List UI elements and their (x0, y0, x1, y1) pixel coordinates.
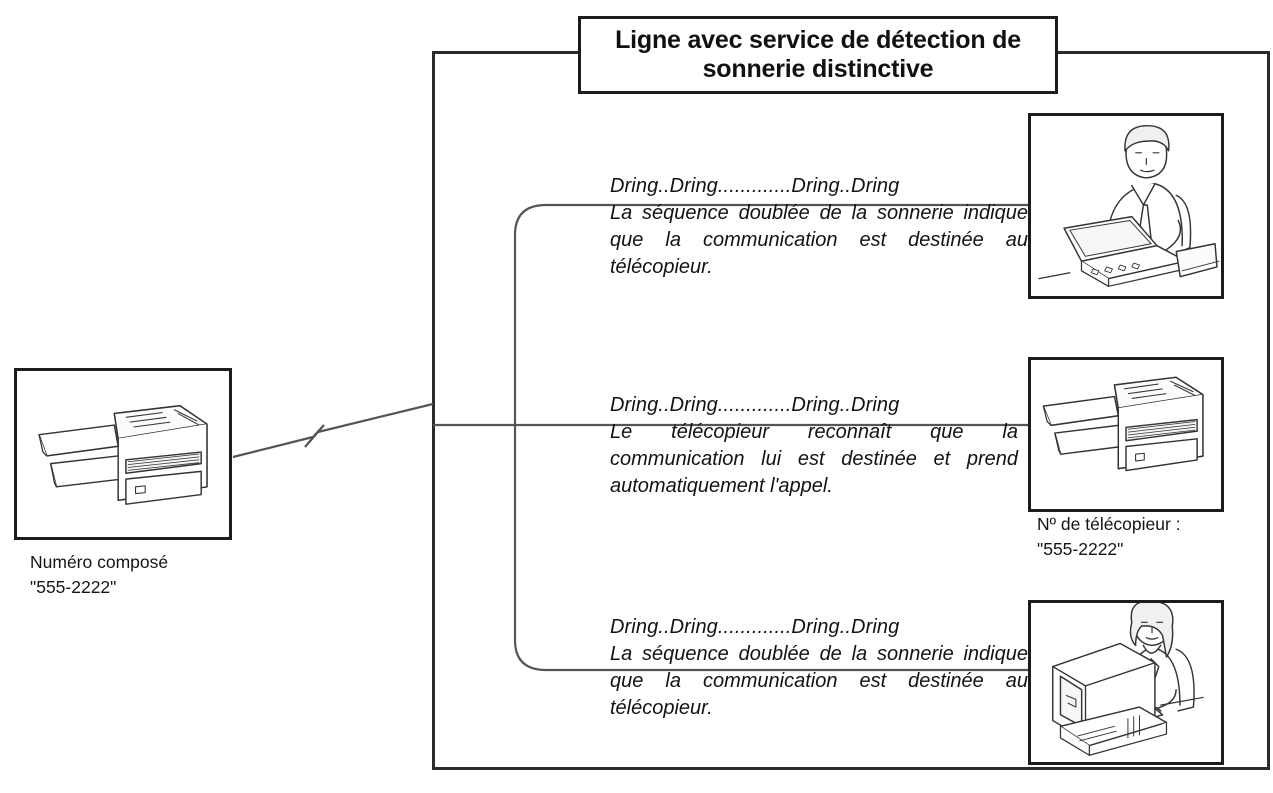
device-box-fax (1028, 357, 1224, 512)
man-at-laptop-icon (1038, 124, 1220, 287)
fax-number-caption: Nº de télécopieur : "555-2222" (1037, 514, 1181, 559)
device-box-desktop (1028, 600, 1224, 765)
ring-pattern-label-3: Dring..Dring.............Dring..Dring (610, 616, 900, 638)
message-body-2: Le télécopieur reconnaît que la communic… (610, 421, 1018, 497)
ring-pattern-label-1: Dring..Dring.............Dring..Dring (610, 175, 900, 197)
message-body-1: La séquence doublée de la sonnerie indiq… (610, 202, 1028, 278)
dialed-fax-box (14, 368, 232, 540)
message-block-3: Dring..Dring.............Dring..Dring La… (610, 616, 1028, 748)
fax-machine-icon (1042, 376, 1204, 472)
message-block-1: Dring..Dring.............Dring..Dring La… (610, 175, 1028, 307)
device-box-laptop (1028, 113, 1224, 299)
message-block-2: Dring..Dring.............Dring..Dring Le… (610, 394, 1028, 499)
fax-machine-icon (38, 405, 208, 505)
incoming-line-segment-b (317, 402, 434, 434)
page-title: Ligne avec service de détection de sonne… (615, 25, 1021, 84)
woman-at-computer-icon (1052, 603, 1204, 756)
incoming-line-segment-a (232, 435, 314, 459)
ring-pattern-label-2: Dring..Dring.............Dring..Dring (610, 394, 900, 416)
diagram-title-box: Ligne avec service de détection de sonne… (578, 16, 1058, 94)
line-break-symbol (304, 424, 325, 448)
message-body-3: La séquence doublée de la sonnerie indiq… (610, 643, 1028, 719)
dialed-number-caption: Numéro composé "555-2222" (30, 552, 169, 597)
